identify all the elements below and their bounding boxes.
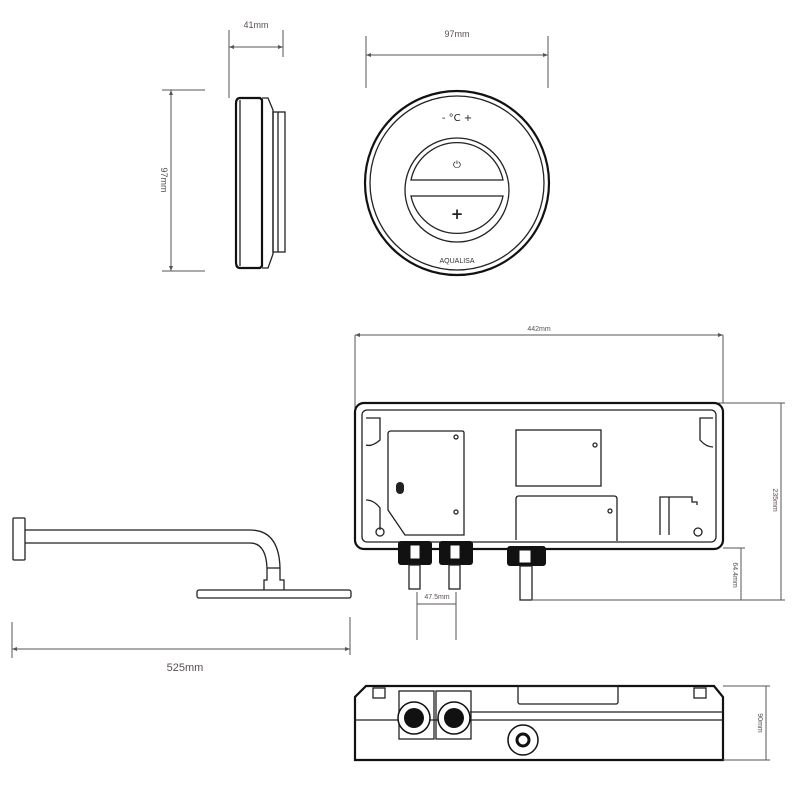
unit-width-label: 442mm	[527, 326, 551, 333]
temperature-controls-label: - °C +	[442, 113, 472, 124]
outlet-drop-label: 64.4mm	[731, 562, 738, 587]
inlet-fittings	[398, 541, 473, 590]
controller-front-view: 97mm - °C + ⏻ + AQUALISA	[363, 29, 551, 277]
pump-unit-bottom-view: 90mm	[353, 684, 770, 762]
unit-depth-label: 90mm	[756, 713, 763, 733]
pump-unit-front-view: 442mm 235mm 64.4mm	[353, 326, 785, 640]
plus-icon: +	[451, 205, 464, 223]
controller-depth-label: 41mm	[243, 20, 268, 30]
controller-height-label: 97mm	[159, 167, 169, 192]
screw-icon	[693, 527, 703, 537]
increase-button[interactable]	[410, 195, 504, 234]
power-button[interactable]	[410, 142, 504, 181]
outlet-fitting	[507, 546, 546, 601]
screw-icon	[375, 527, 385, 537]
shower-head-side-view: 525mm	[11, 517, 352, 674]
brand-logo: AQUALISA	[439, 258, 474, 265]
controller-width-label: 97mm	[444, 29, 469, 39]
controller-side-view: 41mm 97mm	[159, 20, 286, 272]
unit-height-label: 235mm	[771, 488, 778, 512]
inlet-spacing-label: 47.5mm	[424, 594, 449, 601]
power-icon: ⏻	[453, 160, 461, 171]
shower-reach-label: 525mm	[167, 662, 204, 674]
